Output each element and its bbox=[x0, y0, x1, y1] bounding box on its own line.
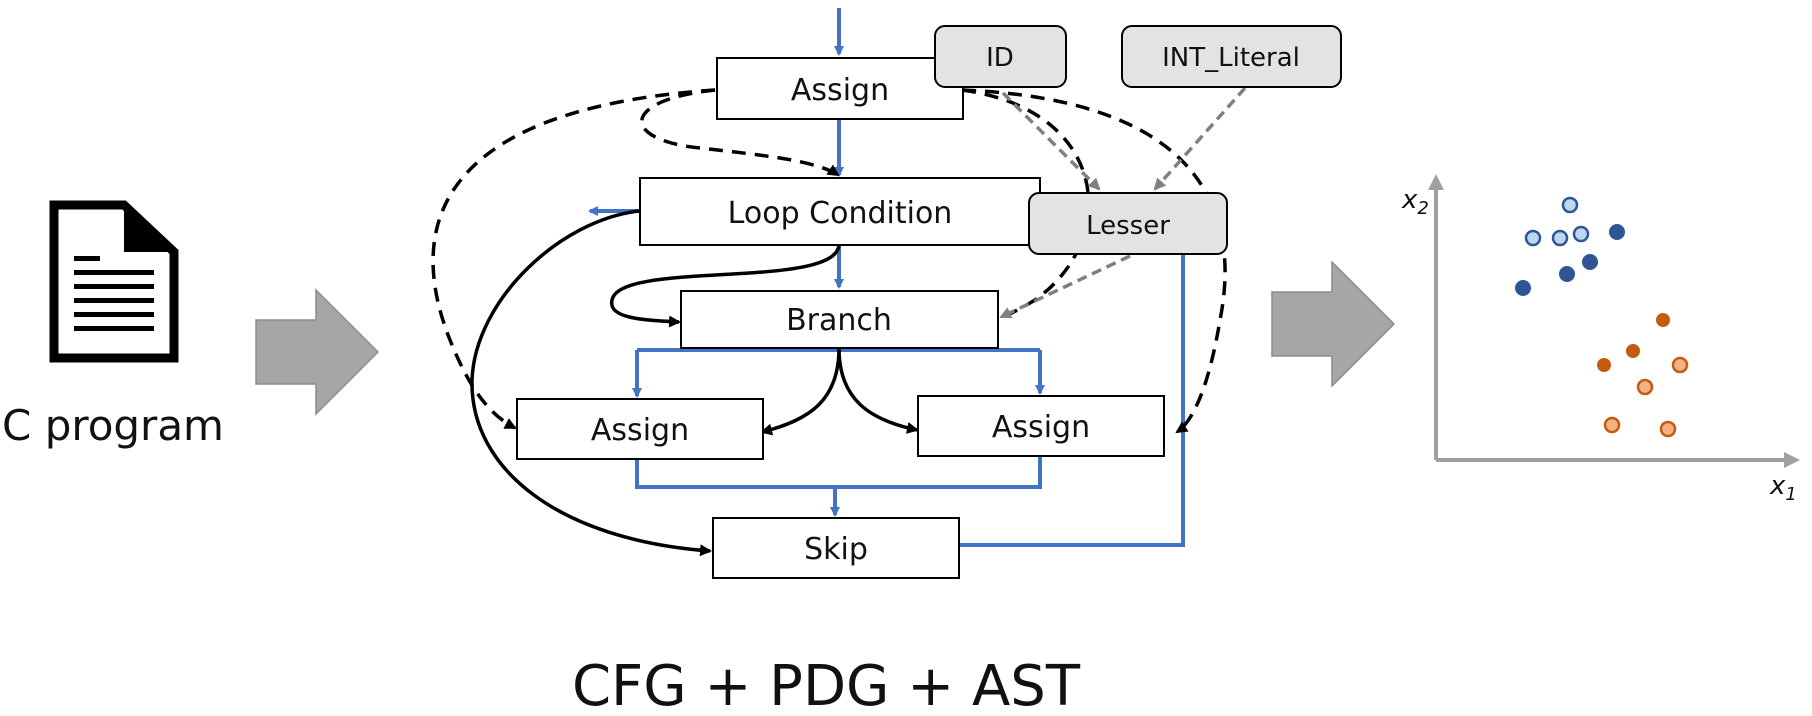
point-orange-dark bbox=[1656, 313, 1670, 327]
ast-node-lesser: Lesser bbox=[1028, 192, 1228, 255]
pdg-control-edges bbox=[470, 209, 919, 557]
node-loop-condition: Loop Condition bbox=[639, 177, 1041, 246]
node-branch: Branch bbox=[680, 290, 999, 349]
node-assign-top: Assign bbox=[716, 57, 964, 120]
svg-text:Assign: Assign bbox=[992, 410, 1090, 445]
input-label: C program bbox=[2, 401, 224, 450]
caption: CFG + PDG + AST bbox=[572, 654, 1081, 711]
pdg-data-edges bbox=[431, 88, 1227, 434]
svg-text:Lesser: Lesser bbox=[1086, 211, 1170, 241]
svg-text:ID: ID bbox=[986, 43, 1014, 73]
point-blue-light bbox=[1524, 229, 1542, 247]
point-blue-light bbox=[1572, 225, 1590, 243]
node-assign-right: Assign bbox=[917, 395, 1165, 457]
x-axis-label: x1 bbox=[1769, 471, 1797, 505]
point-orange-light bbox=[1603, 416, 1621, 434]
point-orange-light bbox=[1636, 378, 1654, 396]
point-blue-dark bbox=[1559, 266, 1575, 282]
ast-edges bbox=[999, 86, 1247, 319]
svg-text:Skip: Skip bbox=[804, 532, 868, 567]
point-blue-dark bbox=[1515, 280, 1531, 296]
svg-text:Loop Condition: Loop Condition bbox=[728, 196, 953, 231]
svg-text:Assign: Assign bbox=[591, 413, 689, 448]
point-blue-dark bbox=[1582, 254, 1598, 270]
point-blue-light bbox=[1561, 196, 1579, 214]
point-orange-dark bbox=[1626, 344, 1640, 358]
svg-text:Branch: Branch bbox=[786, 303, 892, 338]
point-blue-dark bbox=[1609, 224, 1625, 240]
ast-node-id: ID bbox=[934, 25, 1067, 88]
point-orange-dark bbox=[1597, 358, 1611, 372]
arrow-to-graph bbox=[255, 288, 380, 416]
embedding-plot: x2 x1 bbox=[1401, 174, 1800, 505]
arrow-to-embedding bbox=[1271, 260, 1396, 388]
svg-text:Assign: Assign bbox=[791, 73, 889, 108]
node-skip: Skip bbox=[712, 517, 960, 579]
point-orange-light bbox=[1659, 420, 1677, 438]
document-icon bbox=[49, 200, 179, 363]
point-orange-light bbox=[1671, 356, 1689, 374]
node-assign-left: Assign bbox=[516, 398, 764, 460]
ast-node-int-literal: INT_Literal bbox=[1121, 25, 1342, 88]
point-blue-light bbox=[1551, 229, 1569, 247]
svg-text:INT_Literal: INT_Literal bbox=[1162, 43, 1300, 73]
y-axis-label: x2 bbox=[1401, 185, 1429, 219]
